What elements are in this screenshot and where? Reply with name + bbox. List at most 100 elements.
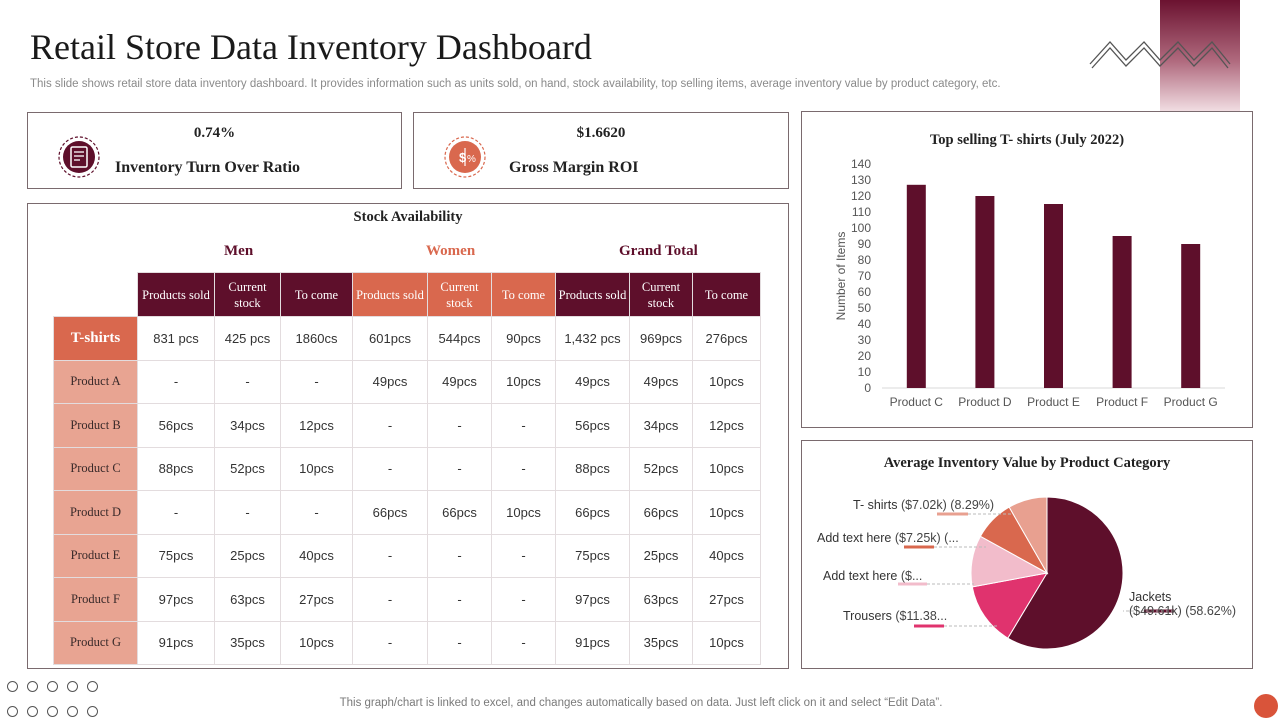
x-tick-label: Product F [1096,395,1148,409]
table-cell: - [137,490,215,535]
table-header-row: Products sold Current stock To come Prod… [53,272,761,317]
table-cell: 276pcs [692,316,761,361]
table-cell: 66pcs [427,490,492,535]
table-cell: - [352,403,428,448]
decorative-dot [87,706,98,717]
pie-chart-title: Average Inventory Value by Product Categ… [883,455,1171,471]
table-cell: - [352,620,428,665]
table-cell: 52pcs [629,446,693,491]
y-tick-label: 30 [858,333,872,347]
table-cell: 75pcs [137,533,215,578]
table-cell: 40pcs [692,533,761,578]
table-cell: - [214,359,281,404]
table-cell: - [491,620,556,665]
pie-chart [898,496,1174,650]
table-cell: 12pcs [280,403,353,448]
x-tick-label: Product D [958,395,1012,409]
table-cell: 25pcs [629,533,693,578]
bar [1044,204,1063,388]
table-header-cell: To come [692,272,761,317]
table-cell: - [427,620,492,665]
decorative-dot [67,681,78,692]
pie-label-value: ($49.61k) [1129,604,1182,618]
table-cell: 25pcs [214,533,281,578]
table-row-header: Product D [53,490,138,535]
pie-slice [1008,496,1048,575]
footer-note: This graph/chart is linked to excel, and… [339,697,943,709]
svg-text:%: % [467,154,476,165]
table-cell: 56pcs [137,403,215,448]
table-cell: 601pcs [352,316,428,361]
table-row-header: Product A [53,359,138,404]
y-tick-label: 70 [858,269,872,283]
kpi-value: 0.74% [193,125,236,141]
page-subtitle: This slide shows retail store data inven… [30,78,1001,90]
pie-label-name: T- shirts [853,498,898,512]
pie-label-value: ($7.02k) [900,498,947,512]
table-row-header: Product E [53,533,138,578]
pie-label-value: ($7.25k) (... [894,531,959,545]
table-cell: - [491,403,556,448]
pie-label-name: Add text here [823,569,898,583]
table-header-cell: To come [491,272,556,317]
table-cell: 91pcs [555,620,630,665]
table-cell: 10pcs [692,620,761,665]
table-cell: 35pcs [214,620,281,665]
table-cell: 831 pcs [137,316,215,361]
x-tick-label: Product C [890,395,944,409]
pie-label-trousers: Trousers ($11.38... [843,609,947,623]
pie-label-percent: (58.62%) [1185,604,1237,618]
table-cell: 49pcs [427,359,492,404]
y-axis-label: Number of Items [834,232,848,321]
pie-slice [1007,496,1124,650]
y-tick-label: 50 [858,301,872,315]
table-cell: 35pcs [629,620,693,665]
table-cell: 27pcs [280,577,353,622]
table-row-header: T-shirts [53,316,138,361]
table-cell: 10pcs [692,490,761,535]
decorative-dot [67,706,78,717]
table-header-cell: Current stock [214,272,281,317]
table-cell: - [352,446,428,491]
table-cell: - [280,359,353,404]
decorative-dot [7,706,18,717]
table-cell: 49pcs [555,359,630,404]
pie-label-jackets: Jackets [1129,590,1171,604]
table-cell: 88pcs [555,446,630,491]
decorative-dot [47,681,58,692]
table-cell: - [280,490,353,535]
table-cell: - [491,446,556,491]
pie-label-value: ($11.38... [895,609,948,623]
pie-slice [971,572,1049,639]
table-header-cell: Current stock [629,272,693,317]
table-cell: 49pcs [352,359,428,404]
table-cell: 12pcs [692,403,761,448]
pie-label-tshirts: T- shirts ($7.02k) (8.29%) [853,498,994,512]
pie-label-percent: (8.29%) [950,498,995,512]
table-row-header: Product F [53,577,138,622]
top-selling-chart-panel: Top selling T- shirts (July 2022) [801,111,1253,428]
corner-dot [1254,694,1278,718]
bar [1181,244,1201,388]
table-cell: 91pcs [137,620,215,665]
pie-label-name: Trousers [843,609,892,623]
table-header-cell: Current stock [427,272,492,317]
table-cell: - [427,446,492,491]
y-tick-label: 60 [858,285,872,299]
table-cell: 10pcs [692,359,761,404]
table-cell: - [214,490,281,535]
table-cell: 63pcs [214,577,281,622]
y-tick-label: 110 [852,205,871,219]
pie-label-value: ($... [900,569,923,583]
table-cell: 49pcs [629,359,693,404]
table-cell: - [352,577,428,622]
kpi-card-gross-margin: $1.6620 $ % Gross Margin ROI [413,112,789,189]
y-tick-label: 130 [851,173,871,187]
bar [1112,236,1132,388]
